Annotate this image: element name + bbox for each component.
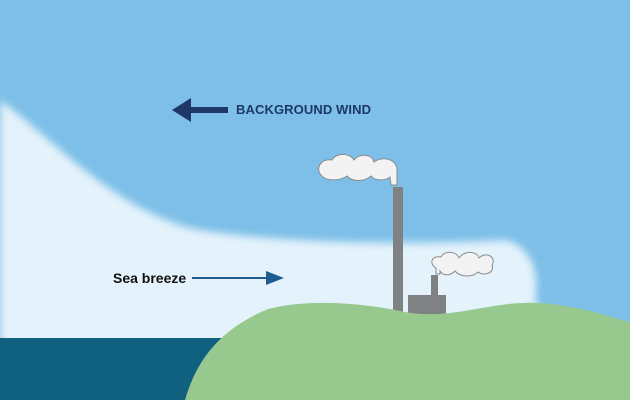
- background-wind-label: BACKGROUND WIND: [236, 102, 372, 117]
- smoke-cloud-small-icon: [431, 251, 494, 277]
- smoke-cloud-icon: [318, 153, 398, 186]
- short-chimney: [431, 275, 438, 297]
- tall-chimney: [393, 187, 403, 317]
- left-arrow-icon: [172, 98, 228, 122]
- sea-breeze-label: Sea breeze: [113, 270, 187, 286]
- right-arrow-icon: [192, 271, 284, 285]
- land: [185, 302, 630, 400]
